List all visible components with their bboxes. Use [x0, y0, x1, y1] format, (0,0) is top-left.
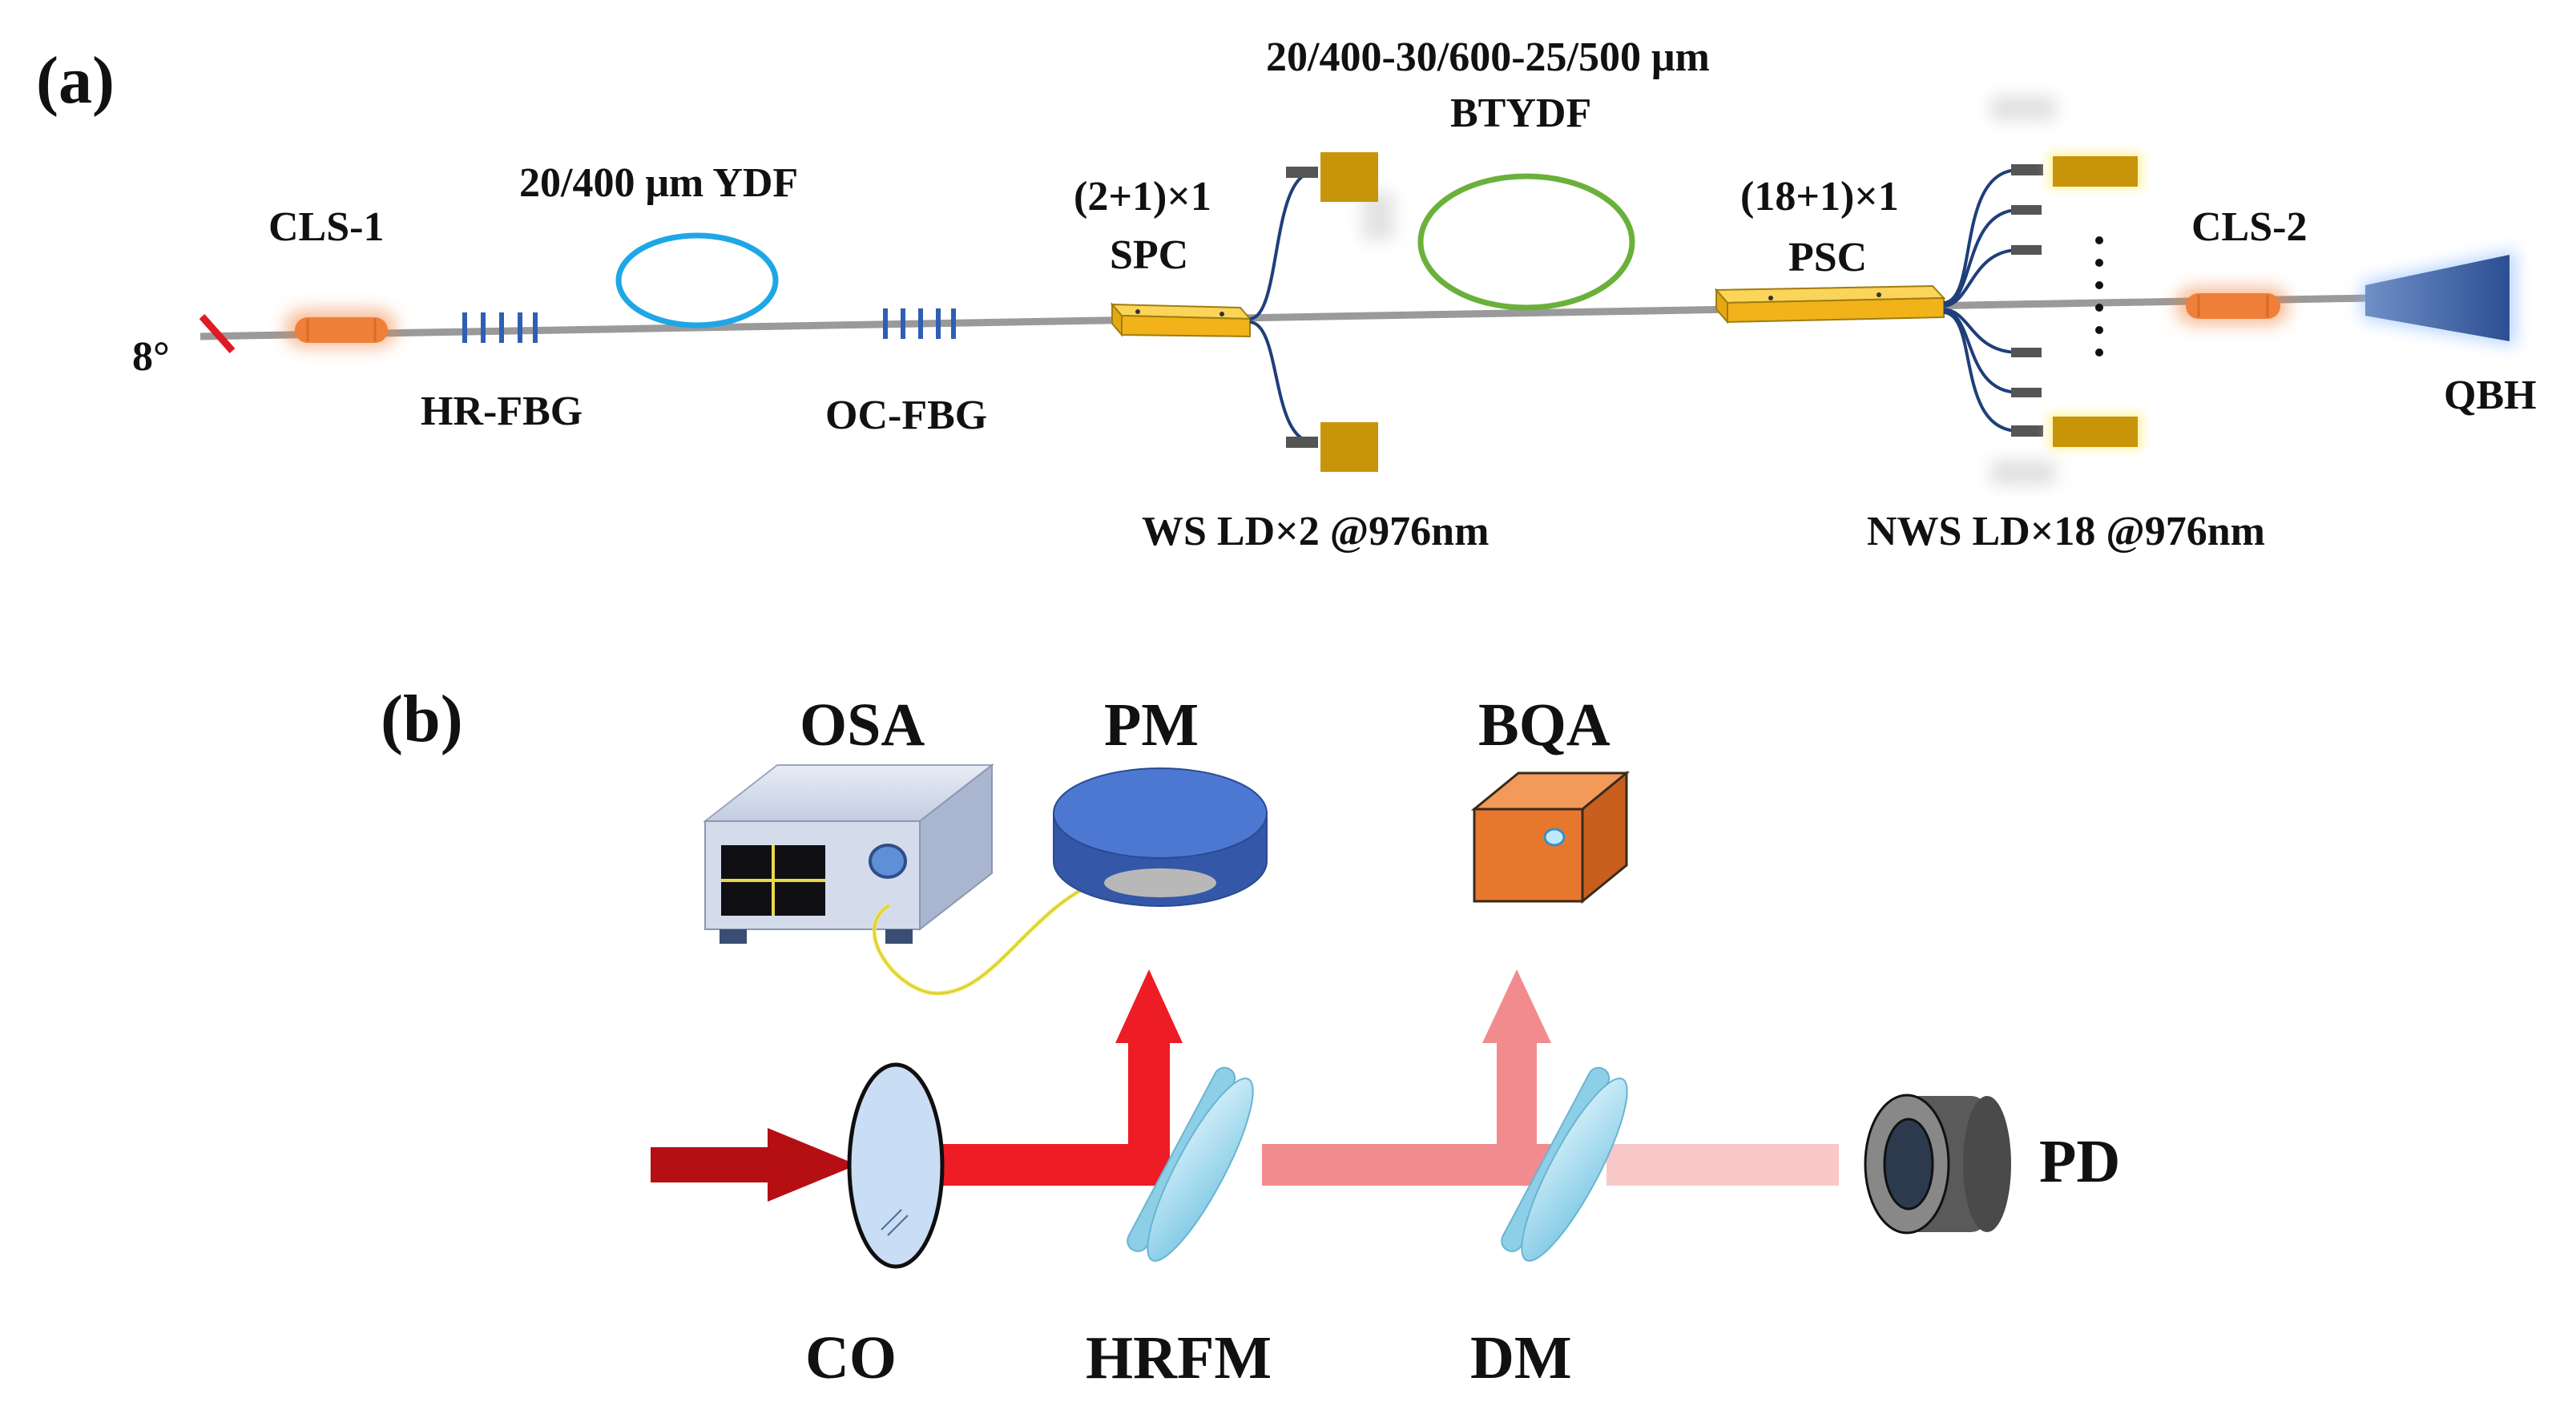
hrfm-label: HRFM: [1086, 1324, 1272, 1392]
nws-ld-bottom: [1991, 413, 2143, 485]
cls-1-component: [284, 309, 397, 348]
qbh-label: QBH: [2444, 373, 2537, 418]
nws-ld-label: NWS LD×18 @976nm: [1867, 509, 2265, 554]
osa-instrument: [703, 763, 994, 944]
hr-fbg-label: HR-FBG: [421, 389, 583, 434]
btydf-label-line1: 20/400-30/600-25/500 μm: [1266, 34, 1710, 80]
ws-pump-leads: [1249, 171, 1315, 444]
ws-ld-top: [1286, 152, 1394, 240]
psc-label-line1: (18+1)×1: [1740, 174, 1899, 220]
residual-beam: [1606, 1144, 1839, 1186]
spc-label-line2: SPC: [1110, 232, 1188, 278]
dm-label: DM: [1470, 1324, 1572, 1392]
nws-ellipsis-dots: [2095, 236, 2103, 357]
dm-mirror: [1501, 1066, 1628, 1262]
btydf-coil: [1417, 173, 1635, 311]
panel-a-tag: (a): [36, 43, 115, 118]
ws-ld-bottom: [1286, 422, 1378, 472]
ws-ld-label: WS LD×2 @976nm: [1142, 509, 1489, 554]
transmitted-beam: [1262, 969, 1558, 1186]
osa-pm-fiber: [872, 879, 1099, 996]
bqa-label: BQA: [1478, 691, 1611, 759]
oc-fbg-label: OC-FBG: [825, 393, 987, 438]
qbh-connector: [2362, 250, 2516, 346]
nws-pump-leads: [1943, 168, 2020, 433]
bqa-analyzer: [1470, 770, 1631, 904]
ydf-coil: [615, 232, 779, 328]
angle-label: 8°: [132, 334, 170, 380]
co-label: CO: [805, 1324, 897, 1392]
pm-label: PM: [1104, 691, 1199, 759]
hrfm-mirror: [1127, 1066, 1254, 1262]
angled-cleave-mark: [199, 314, 236, 353]
pd-label: PD: [2039, 1128, 2120, 1195]
psc-label-line2: PSC: [1788, 235, 1867, 280]
pd-photodetector: [1864, 1094, 2011, 1235]
panel-b-tag: (b): [381, 682, 463, 756]
oc-fbg-grating: [883, 308, 956, 339]
osa-label: OSA: [800, 691, 925, 759]
input-beam-arrow: [651, 1128, 857, 1202]
psc-combiner: [1714, 284, 1946, 324]
nws-ld-top: [1991, 96, 2143, 189]
btydf-label-line2: BTYDF: [1450, 91, 1591, 136]
pm-power-meter: [1053, 767, 1268, 907]
ydf-label: 20/400 μm YDF: [519, 160, 798, 206]
panel-b: (b) OSA PM: [381, 682, 2120, 1392]
spc-combiner: [1110, 302, 1252, 338]
cls-1-label: CLS-1: [268, 204, 384, 250]
collimated-beam: [937, 969, 1183, 1186]
hr-fbg-grating: [462, 312, 538, 343]
spc-label-line1: (2+1)×1: [1074, 174, 1211, 220]
panel-a: (a) 8° CLS-1 HR-FBG 20/400 μm YDF: [36, 34, 2537, 554]
nws-fiber-ends: [2011, 205, 2042, 397]
cls-2-label: CLS-2: [2191, 204, 2307, 250]
cls-2-component: [2175, 287, 2289, 325]
co-collimator-lens: [847, 1062, 945, 1269]
main-fiber: [200, 294, 2372, 340]
